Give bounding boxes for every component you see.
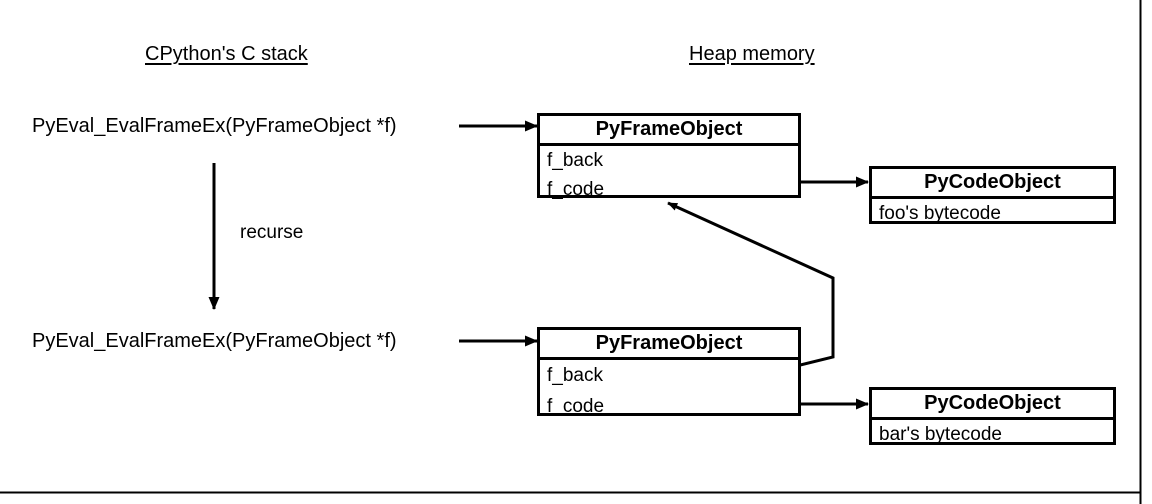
- stack-frame-label-2: PyEval_EvalFrameEx(PyFrameObject *f): [32, 330, 397, 352]
- frameobject-field-f-back-2: f_back: [547, 365, 603, 386]
- frameobject-title-1: PyFrameObject: [540, 116, 798, 146]
- codeobject-title-2: PyCodeObject: [872, 390, 1113, 420]
- codeobject-title-1: PyCodeObject: [872, 169, 1113, 199]
- frameobject-box-2: PyFrameObject f_back f_code: [537, 327, 801, 417]
- frameobject-field-f-back-1: f_back: [547, 150, 603, 171]
- frameobject-box-1: PyFrameObject f_back f_code: [537, 113, 801, 200]
- codeobject-box-1: PyCodeObject foo's bytecode: [869, 166, 1116, 224]
- codeobject-body-2: bar's bytecode: [879, 424, 1002, 445]
- codeobject-box-2: PyCodeObject bar's bytecode: [869, 387, 1116, 445]
- heading-heap-memory: Heap memory: [689, 43, 815, 65]
- frameobject-title-2: PyFrameObject: [540, 330, 798, 360]
- stack-frame-label-1: PyEval_EvalFrameEx(PyFrameObject *f): [32, 115, 397, 137]
- frameobject-field-f-code-2: f_code: [547, 396, 605, 417]
- recurse-label: recurse: [240, 222, 304, 243]
- frameobject-field-f-code-1: f_code: [547, 179, 605, 200]
- heading-cpython-c-stack: CPython's C stack: [145, 43, 308, 65]
- codeobject-body-1: foo's bytecode: [879, 203, 1001, 224]
